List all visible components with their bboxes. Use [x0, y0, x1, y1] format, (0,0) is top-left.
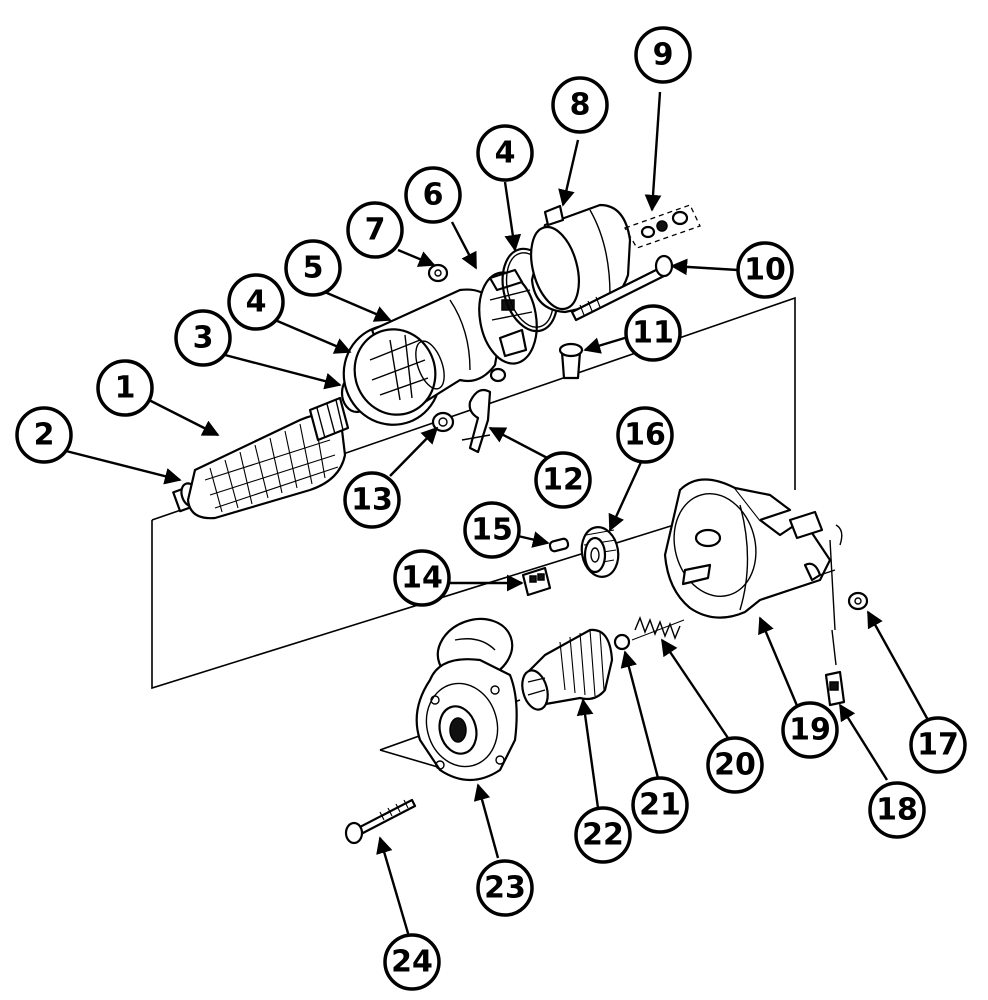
callout-22: 22: [574, 806, 632, 864]
callout-label: 8: [570, 88, 591, 123]
callout-label: 6: [423, 178, 444, 213]
part-ball: [613, 633, 631, 651]
callout-10: 10: [736, 241, 794, 299]
callout-18: 18: [868, 781, 926, 839]
callout-label: 5: [303, 251, 324, 286]
part-nut: [431, 411, 455, 433]
callout-label: 4: [246, 285, 267, 320]
part-solenoid-housing: [663, 478, 836, 619]
callout-13: 13: [343, 471, 401, 529]
callout-label: 2: [34, 418, 55, 453]
callout-9: 9: [634, 26, 692, 84]
part-long-bolt: [344, 798, 417, 845]
callout-label: 19: [789, 713, 831, 748]
callout-20: 20: [706, 736, 764, 794]
callout-1: 1: [96, 359, 154, 417]
callout-label: 18: [876, 793, 918, 828]
part-roller: [548, 537, 570, 553]
part-hardware-kit: [624, 204, 701, 249]
part-armature: [186, 396, 350, 520]
callout-23: 23: [476, 859, 534, 917]
callout-label: 7: [365, 213, 386, 248]
callout-label: 12: [542, 463, 584, 498]
callout-label: 20: [714, 748, 756, 783]
part-end-cover: [530, 203, 632, 314]
callout-label: 10: [744, 253, 786, 288]
part-gear: [580, 526, 620, 578]
callout-label: 22: [582, 818, 624, 853]
callout-14: 14: [393, 549, 451, 607]
part-lead-wire: [824, 524, 846, 707]
callout-label: 17: [917, 728, 959, 763]
callout-label: 11: [632, 316, 674, 351]
leader-lines: [61, 91, 930, 941]
callout-21: 21: [631, 776, 689, 834]
callout-label: 9: [653, 38, 674, 73]
callout-label: 21: [639, 788, 681, 823]
callout-label: 16: [624, 418, 666, 453]
callout-4b: 4: [476, 124, 534, 182]
callout-label: 3: [193, 321, 214, 356]
callout-24: 24: [383, 933, 441, 991]
callout-16: 16: [616, 406, 674, 464]
callout-7: 7: [346, 201, 404, 259]
callout-label: 23: [484, 871, 526, 906]
callout-15: 15: [463, 501, 521, 559]
callout-label: 1: [115, 371, 136, 406]
callout-label: 14: [401, 561, 443, 596]
part-drive-housing: [415, 617, 518, 781]
callout-5: 5: [284, 239, 342, 297]
callout-4a: 4: [227, 273, 285, 331]
callout-6: 6: [404, 166, 462, 224]
callout-17: 17: [909, 716, 967, 774]
part-drive-pinion: [521, 628, 614, 711]
part-through-bolt: [570, 254, 674, 322]
callout-12: 12: [534, 451, 592, 509]
part-yoke-housing: [342, 288, 502, 426]
callout-3: 3: [174, 309, 232, 367]
part-terminal-nut: [847, 591, 869, 611]
callout-label: 15: [471, 513, 513, 548]
callout-2: 2: [15, 406, 73, 464]
part-spring: [631, 616, 685, 641]
part-retainer: [521, 566, 552, 597]
part-small-nut: [427, 263, 449, 283]
callout-11: 11: [624, 304, 682, 362]
callout-label: 4: [495, 136, 516, 171]
callout-label: 13: [351, 483, 393, 518]
part-pin: [558, 342, 584, 380]
part-lever: [461, 388, 492, 454]
callout-8: 8: [551, 76, 609, 134]
callout-19: 19: [781, 701, 839, 759]
callout-label: 24: [391, 945, 433, 980]
